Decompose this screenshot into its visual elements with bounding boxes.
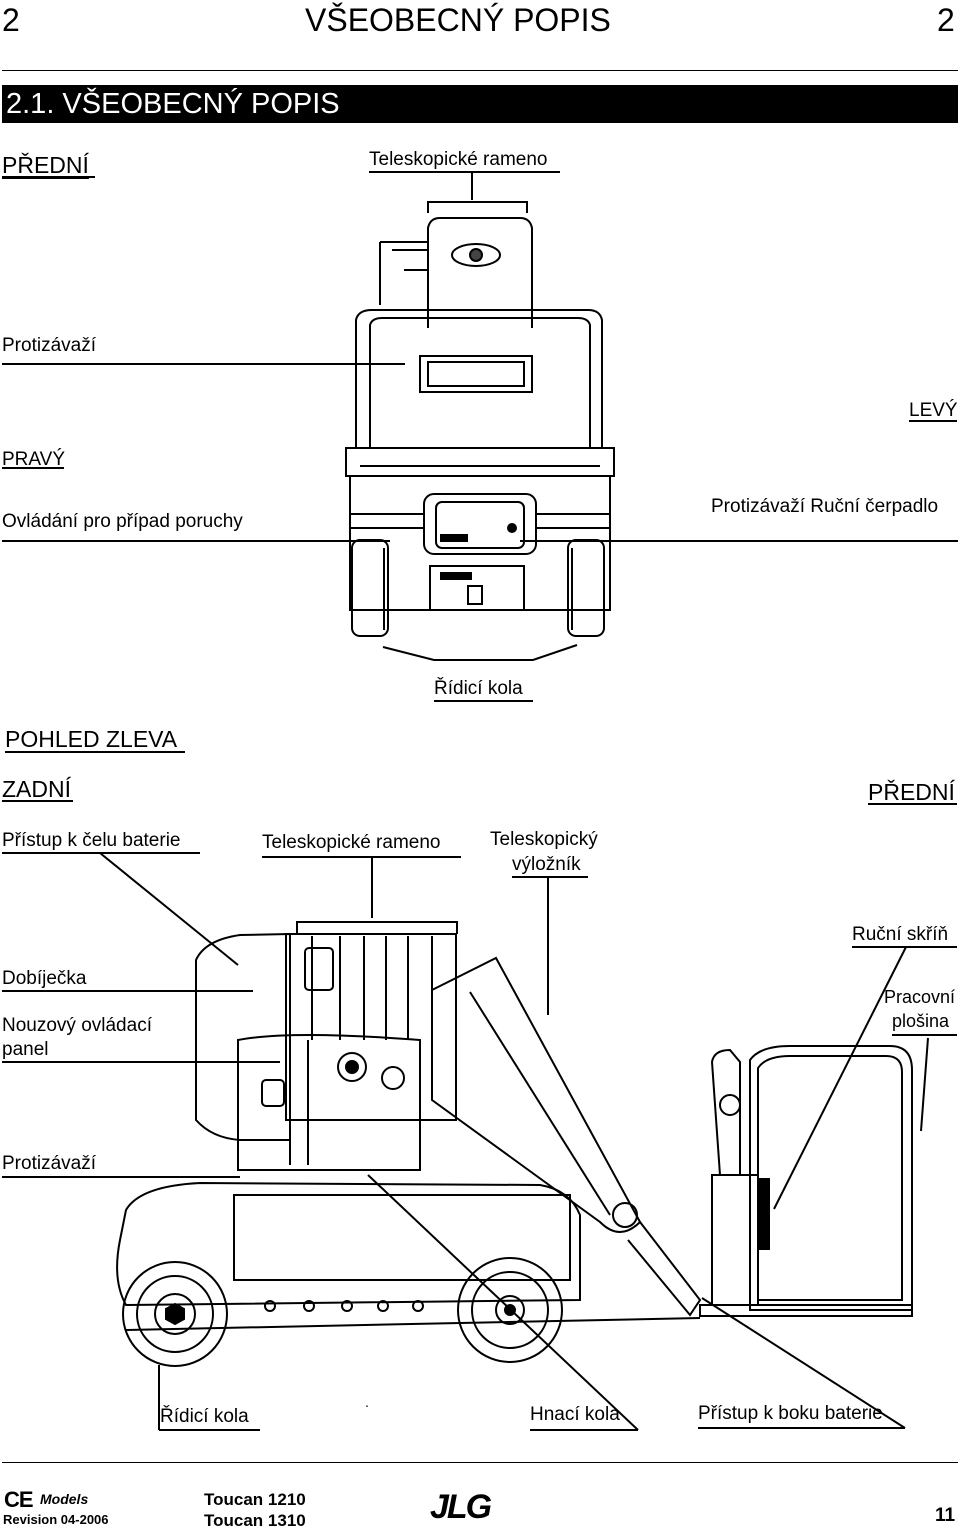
label-charger: Dobíječka — [2, 968, 87, 989]
label-left-view-title: POHLED ZLEVA — [5, 726, 178, 752]
label-counterweight-side: Protizávaží — [2, 1153, 96, 1174]
label-front-side: PŘEDNÍ — [868, 779, 955, 805]
label-panel-line1: Nouzový ovládací — [2, 1015, 152, 1036]
label-rear: ZADNÍ — [2, 776, 71, 802]
label-emergency-control: Ovládání pro případ poruchy — [2, 511, 243, 532]
label-telescopic-arm-top: Teleskopické rameno — [369, 149, 548, 170]
page-header-title: VŠEOBECNÝ POPIS — [305, 2, 611, 38]
stray-dot: . — [365, 1394, 369, 1410]
header-rule — [2, 70, 958, 71]
chapter-number-right: 2 — [937, 2, 955, 38]
label-right: PRAVÝ — [2, 449, 66, 470]
label-platform-line2: plošina — [892, 1011, 950, 1031]
label-counterweight-pump: Protizávaží Ruční čerpadlo — [711, 496, 939, 517]
ce-mark-icon: CE — [4, 1487, 34, 1512]
label-platform-line1: Pracovní — [884, 987, 956, 1007]
label-manual-box: Ruční skříň — [852, 924, 949, 945]
label-left: LEVÝ — [909, 400, 958, 421]
label-jib-line2: výložník — [512, 854, 581, 875]
footer-rule — [2, 1462, 958, 1463]
label-counterweight-top: Protizávaží — [2, 335, 96, 356]
label-steering-wheels-side: Řídicí kola — [160, 1406, 249, 1427]
chapter-number-left: 2 — [2, 2, 20, 38]
label-front-top: PŘEDNÍ — [2, 152, 89, 178]
page-number: 11 — [935, 1505, 956, 1526]
label-battery-side: Přístup k boku baterie — [698, 1403, 883, 1424]
footer-model-2: Toucan 1310 — [204, 1511, 306, 1530]
label-telescopic-arm-side: Teleskopické rameno — [262, 832, 441, 853]
footer-model-1: Toucan 1210 — [204, 1490, 306, 1509]
label-panel-line2: panel — [2, 1039, 49, 1060]
label-battery-front: Přístup k čelu baterie — [2, 830, 181, 851]
label-steering-wheels-top: Řídicí kola — [434, 678, 523, 699]
label-jib-line1: Teleskopický — [490, 829, 598, 850]
footer-models-label: Models — [40, 1491, 89, 1507]
section-title-bar: 2.1. VŠEOBECNÝ POPIS — [2, 85, 958, 123]
label-drive-wheels: Hnací kola — [530, 1404, 620, 1425]
jlg-logo: JLG — [430, 1488, 492, 1526]
footer-revision: Revision 04-2006 — [3, 1512, 109, 1527]
